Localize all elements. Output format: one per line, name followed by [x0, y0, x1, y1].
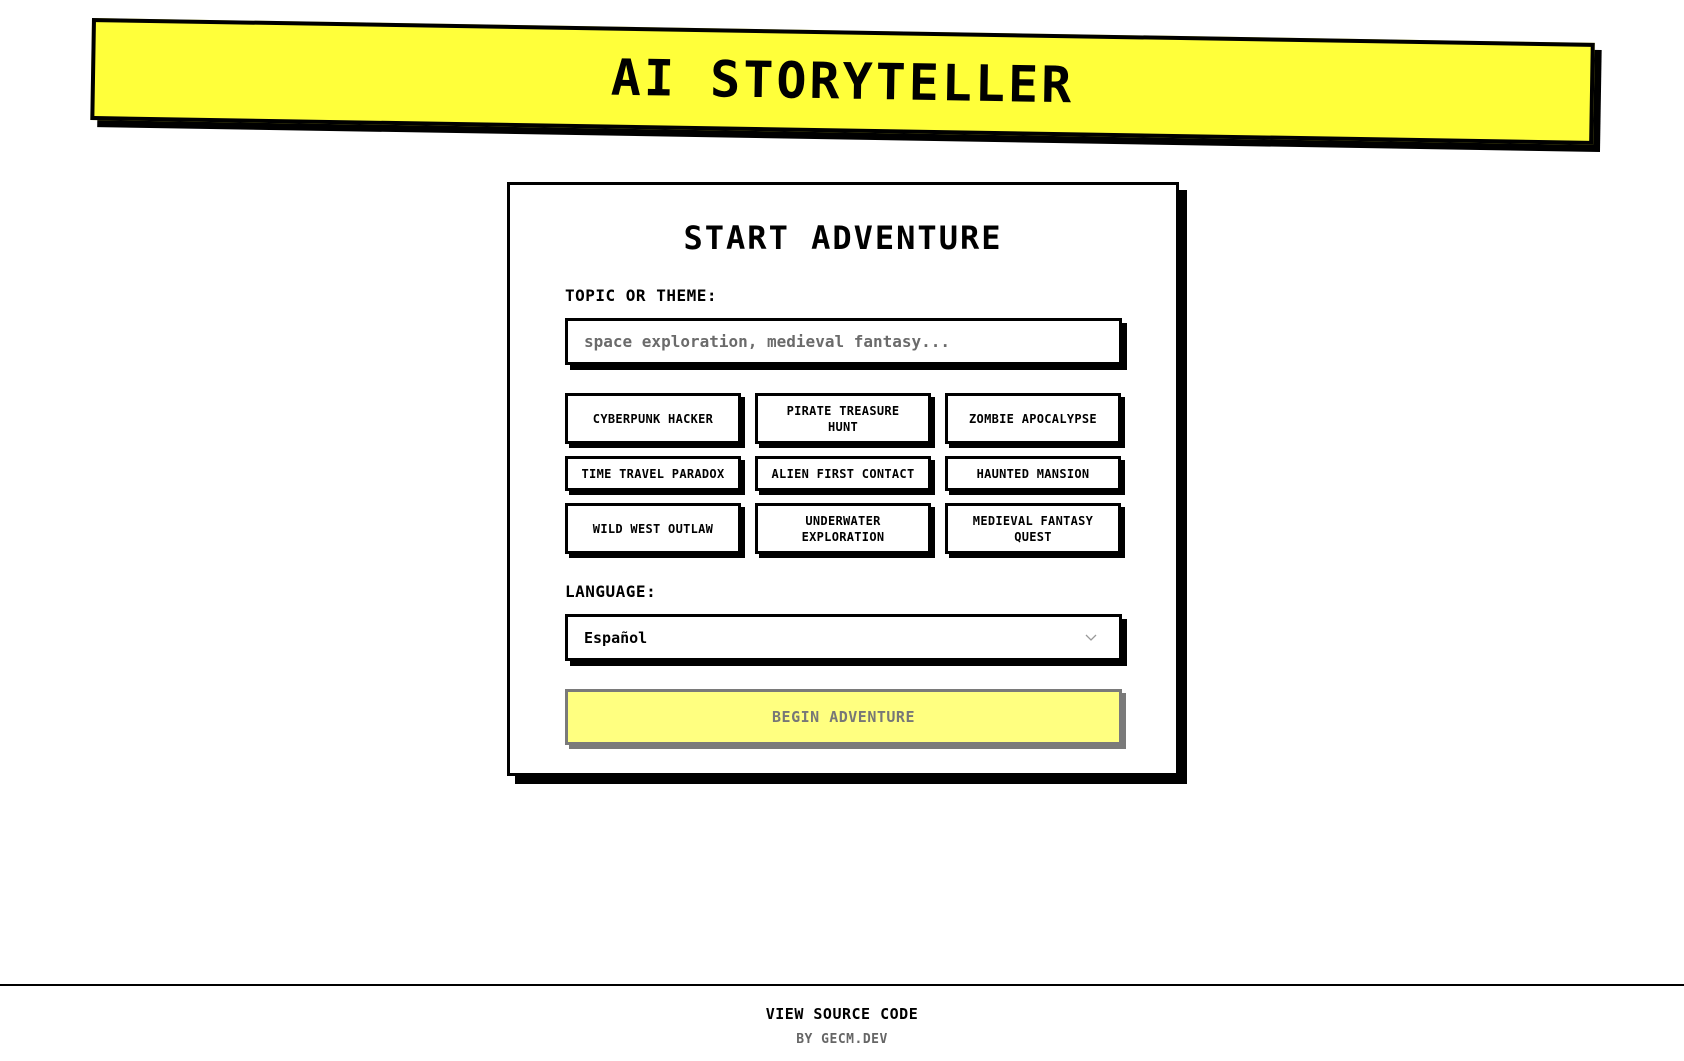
topic-underwater-exploration-button[interactable]: UNDERWATER EXPLORATION	[755, 503, 931, 554]
app-title: AI STORYTELLER	[610, 48, 1075, 115]
view-source-code-link[interactable]: VIEW SOURCE CODE	[765, 1005, 919, 1023]
begin-adventure-button[interactable]: BEGIN ADVENTURE	[565, 689, 1122, 745]
topic-pirate-treasure-hunt-button[interactable]: PIRATE TREASURE HUNT	[755, 393, 931, 444]
topic-haunted-mansion-button[interactable]: HAUNTED MANSION	[945, 456, 1121, 491]
topic-time-travel-paradox-button[interactable]: TIME TRAVEL PARADOX	[565, 456, 741, 491]
credit-text: BY GECM.DEV	[796, 1032, 888, 1047]
topic-zombie-apocalypse-button[interactable]: ZOMBIE APOCALYPSE	[945, 393, 1121, 444]
topic-wild-west-outlaw-button[interactable]: WILD WEST OUTLAW	[565, 503, 741, 554]
topic-alien-first-contact-button[interactable]: ALIEN FIRST CONTACT	[755, 456, 931, 491]
language-select[interactable]: Español	[565, 614, 1122, 661]
topic-suggestions: CYBERPUNK HACKER PIRATE TREASURE HUNT ZO…	[565, 393, 1122, 554]
topic-label: TOPIC OR THEME:	[565, 286, 717, 305]
card-title: START ADVENTURE	[683, 219, 1003, 257]
language-label: LANGUAGE:	[565, 582, 657, 601]
footer: VIEW SOURCE CODE BY GECM.DEV	[0, 984, 1684, 1061]
language-selected-value: Español	[584, 628, 648, 647]
topic-medieval-fantasy-quest-button[interactable]: MEDIEVAL FANTASY QUEST	[945, 503, 1121, 554]
chevron-down-icon	[1085, 631, 1097, 645]
start-adventure-card: START ADVENTURE TOPIC OR THEME: CYBERPUN…	[507, 182, 1179, 776]
header-banner: AI STORYTELLER	[90, 18, 1595, 145]
topic-cyberpunk-hacker-button[interactable]: CYBERPUNK HACKER	[565, 393, 741, 444]
header-banner-wrapper: AI STORYTELLER	[90, 18, 1595, 145]
topic-input[interactable]	[584, 332, 1119, 351]
topic-input-box[interactable]	[565, 318, 1122, 365]
